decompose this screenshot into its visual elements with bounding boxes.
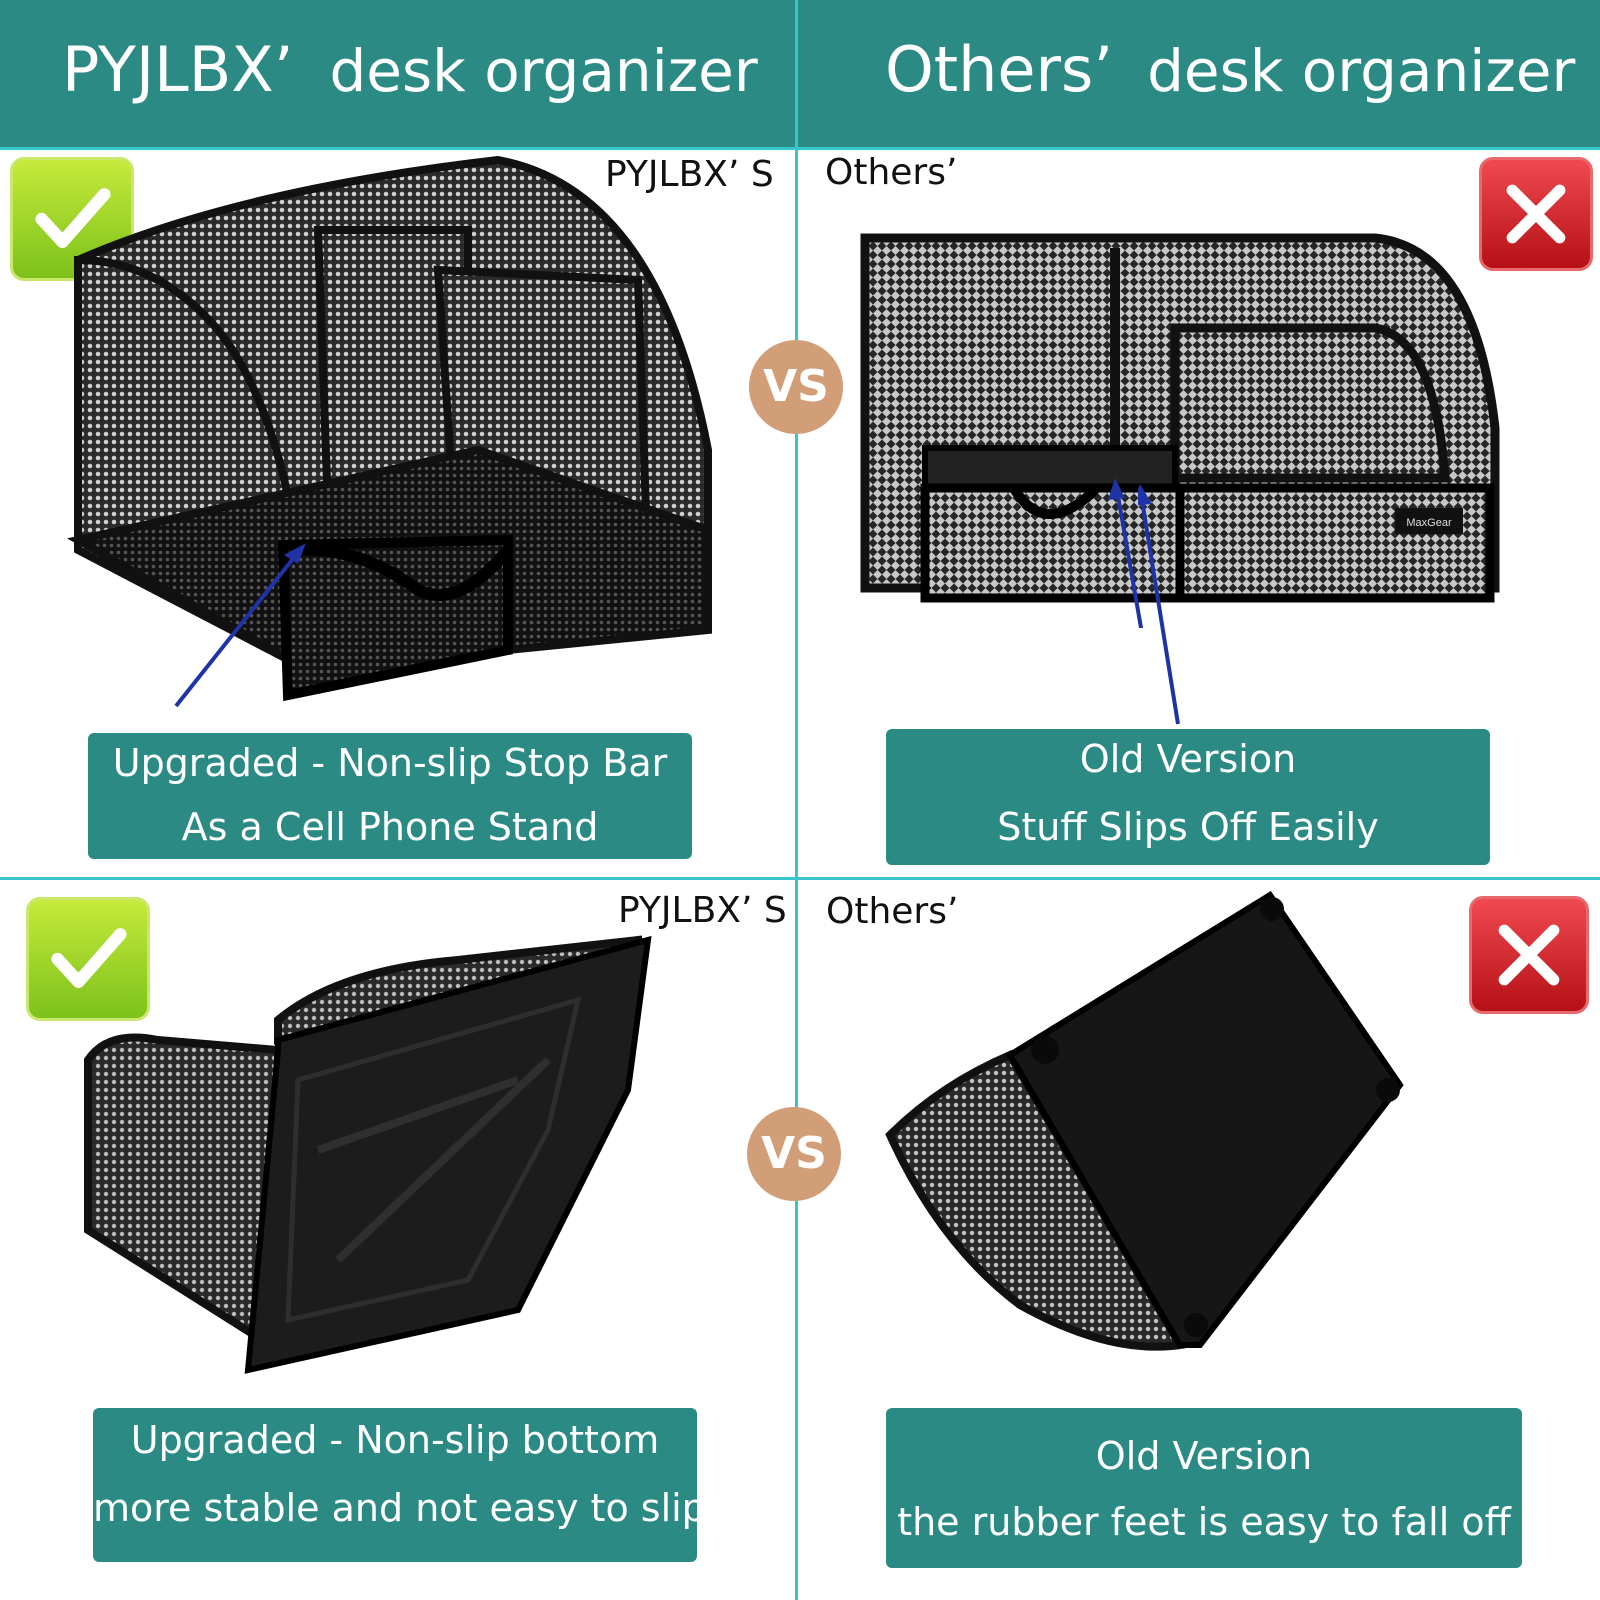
label-pyjlbx-top: PYJLBX’ S: [605, 154, 774, 195]
caption-pyjlbx-bottom: Upgraded - Non-slip bottom more stable a…: [93, 1408, 706, 1562]
caption-line-1: Upgraded - Non-slip bottom: [130, 1418, 660, 1462]
arrow-icon: [1115, 489, 1144, 628]
caption-pyjlbx-top: Upgraded - Non-slip Stop Bar As a Cell P…: [88, 733, 692, 859]
pyjlbx-organizer-front-image: [66, 155, 712, 708]
check-icon: [35, 188, 111, 249]
label-others-bottom: Others’: [826, 891, 959, 932]
cross-icon: [1498, 924, 1560, 986]
others-organizer-front-image: MaxGear: [860, 233, 1500, 628]
rubber-foot: [1031, 1036, 1059, 1064]
label-pyjlbx-bottom: PYJLBX’ S: [618, 890, 787, 931]
rubber-foot: [1260, 897, 1284, 921]
arrow-icon: [1138, 484, 1180, 725]
header-title-others: Others’ desk organizer: [885, 30, 1575, 111]
cross-badge-top: [1479, 157, 1593, 271]
caption-line-2: the rubber feet is easy to fall off: [897, 1500, 1511, 1544]
cross-badge-bottom: [1469, 896, 1589, 1014]
caption-line-2: As a Cell Phone Stand: [181, 805, 599, 849]
arrow-icon: [174, 553, 298, 708]
vertical-divider: [795, 0, 798, 1600]
check-badge-top: [10, 157, 134, 281]
header-brand-others: Others’: [885, 33, 1114, 106]
comparison-header: PYJLBX’ desk organizer Others’ desk organi…: [0, 0, 1600, 147]
pyjlbx-organizer-bottom-image: [84, 935, 652, 1374]
cross-icon: [1506, 184, 1566, 244]
vs-badge-top: VS: [749, 340, 843, 434]
header-desk-organizer-left: desk organizer: [329, 37, 758, 105]
label-others-top: Others’: [825, 152, 958, 193]
caption-others-top: Old Version Stuff Slips Off Easily: [886, 729, 1490, 865]
caption-line-2: Stuff Slips Off Easily: [997, 805, 1379, 849]
others-organizer-bottom-image: [885, 890, 1404, 1351]
maxgear-mark: MaxGear: [1406, 517, 1452, 529]
caption-others-bottom: Old Version the rubber feet is easy to f…: [886, 1408, 1522, 1568]
horizontal-divider-top: [0, 147, 1600, 150]
check-icon: [51, 928, 127, 989]
rubber-foot: [1376, 1078, 1400, 1102]
check-badge-bottom: [26, 897, 150, 1021]
caption-line-2: more stable and not easy to slip: [93, 1486, 706, 1530]
caption-line-1: Upgraded - Non-slip Stop Bar: [112, 741, 668, 785]
rubber-foot: [1184, 1313, 1208, 1337]
caption-line-1: Old Version: [1095, 1434, 1313, 1478]
header-brand-pyjlbx: PYJLBX’: [62, 33, 294, 106]
caption-line-1: Old Version: [1079, 737, 1297, 781]
vs-badge-bottom: VS: [747, 1107, 841, 1201]
header-title-pyjlbx: PYJLBX’ desk organizer: [62, 30, 758, 111]
header-desk-organizer-right: desk organizer: [1147, 37, 1576, 105]
horizontal-divider-middle: [0, 877, 1600, 880]
